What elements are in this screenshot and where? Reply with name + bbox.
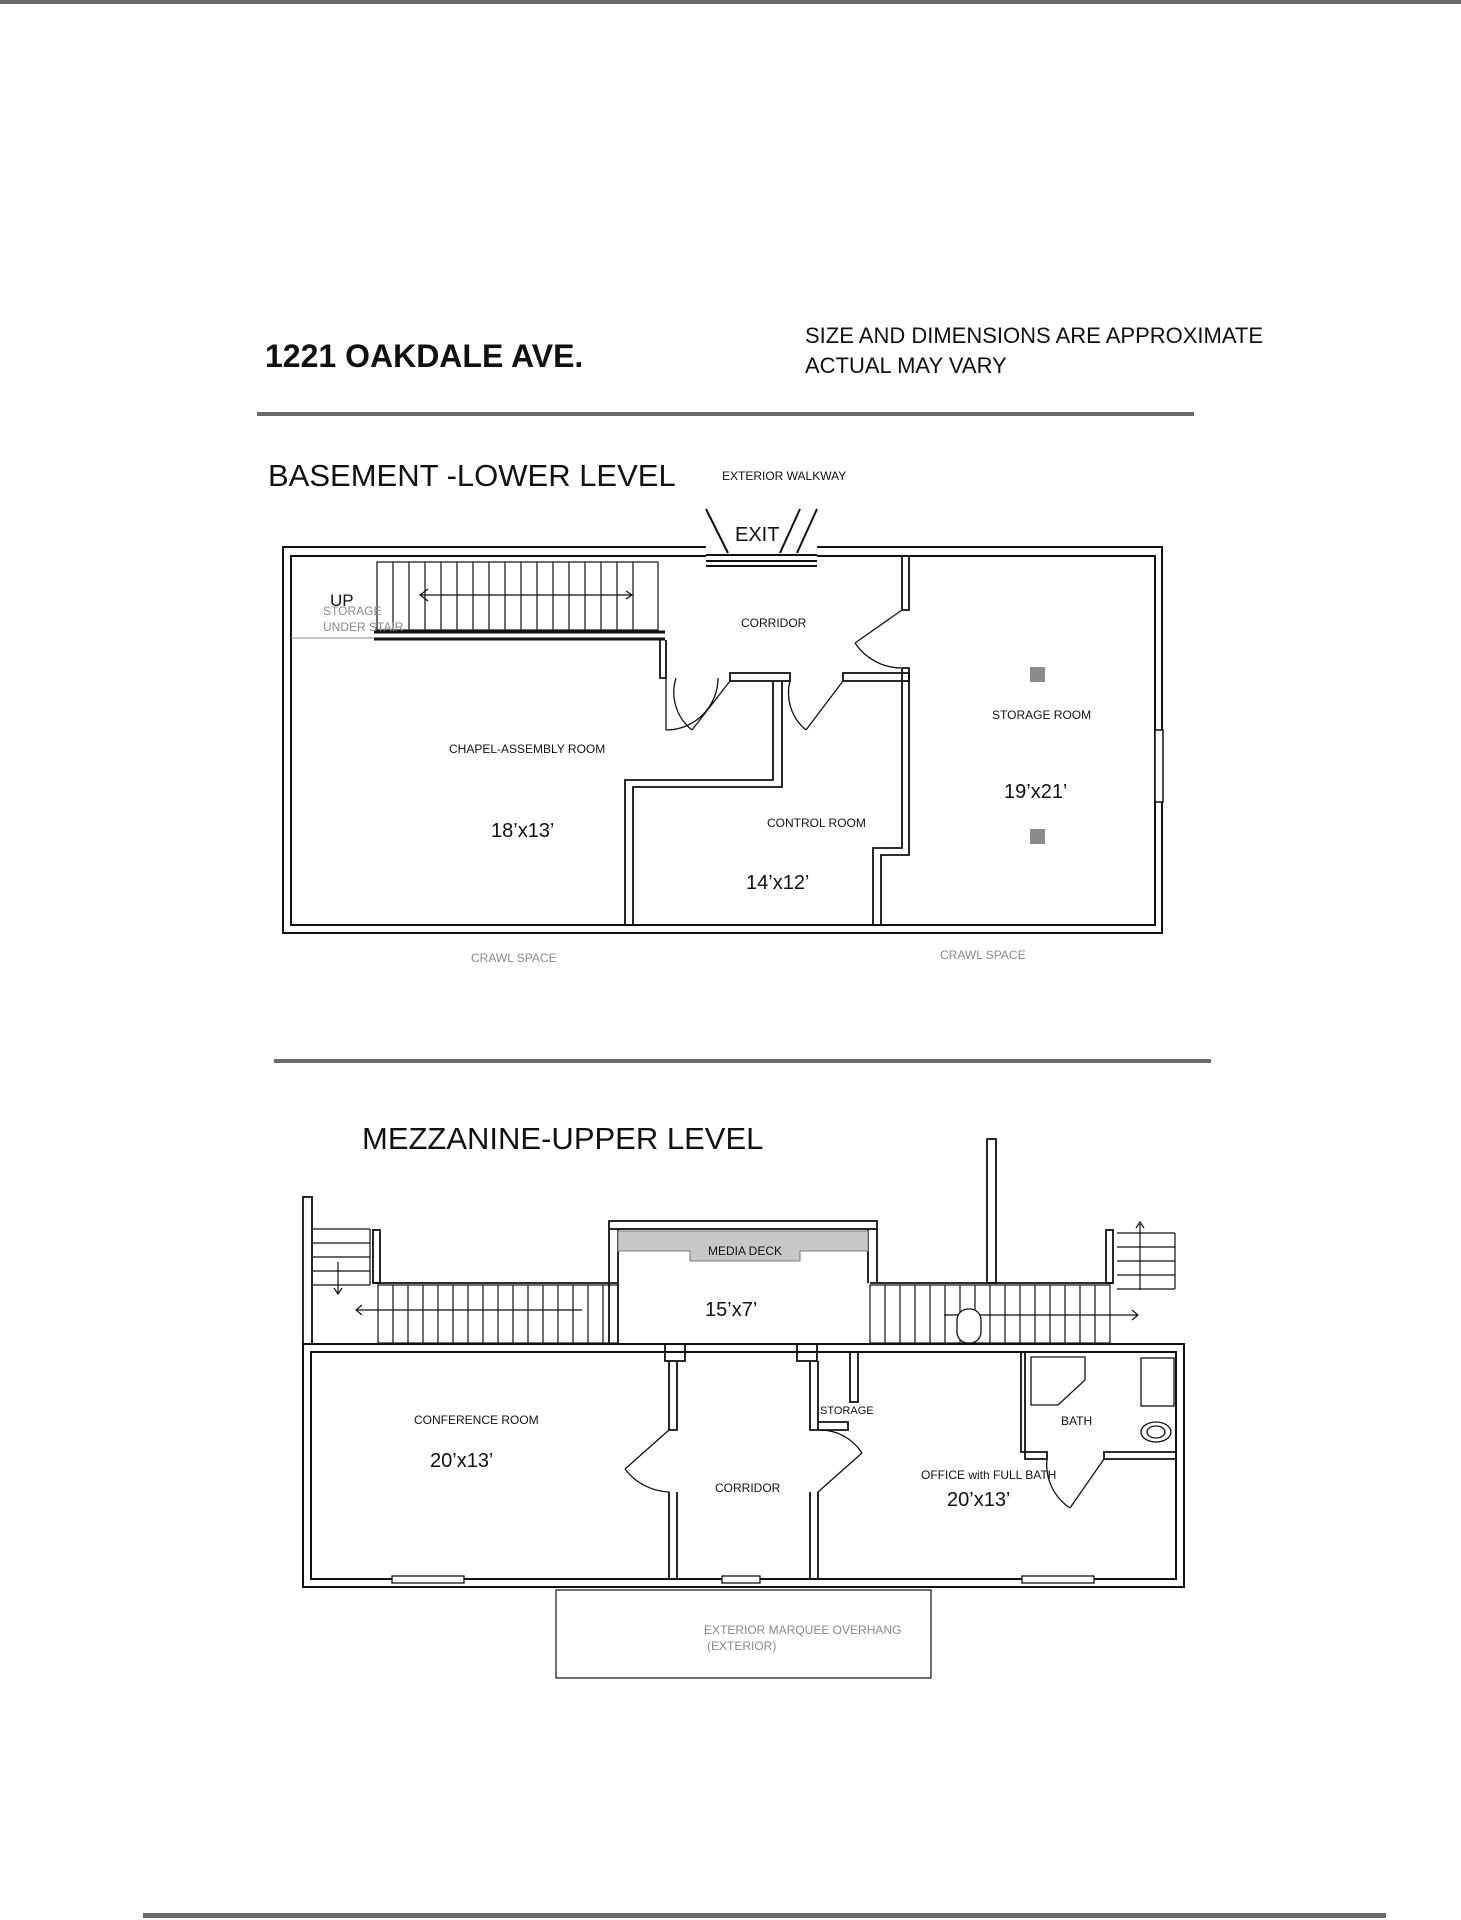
storage-under-stair-label-2: UNDER STAIR xyxy=(323,620,404,634)
mezzanine-interior-walls xyxy=(664,1343,1177,1580)
basement-title: BASEMENT -LOWER LEVEL xyxy=(268,458,676,493)
mezzanine-east-exterior-stair xyxy=(1117,1220,1176,1290)
basement-corridor-label: CORRIDOR xyxy=(741,616,807,630)
basement-column-1 xyxy=(1030,667,1045,682)
section-divider xyxy=(274,1059,1211,1063)
conference-room-size: 20’x13’ xyxy=(430,1450,493,1472)
crawl-space-left-label: CRAWL SPACE xyxy=(471,951,557,965)
exit-stairwell xyxy=(705,508,818,567)
header-divider xyxy=(257,412,1194,416)
storage-label: STORAGE xyxy=(820,1405,874,1417)
chapel-room-size: 18’x13’ xyxy=(491,820,554,842)
crawl-space-right-label: CRAWL SPACE xyxy=(940,948,1026,962)
basement-interior-walls xyxy=(624,556,910,925)
stair-landing-wall xyxy=(374,630,665,641)
media-deck-size: 15’x7’ xyxy=(705,1299,757,1321)
conference-room-label: CONFERENCE ROOM xyxy=(414,1413,539,1427)
office-size: 20’x13’ xyxy=(947,1489,1010,1511)
basement-east-window xyxy=(1154,729,1164,803)
bath-fixtures xyxy=(1030,1356,1175,1443)
marquee-label-1: EXTERIOR MARQUEE OVERHANG xyxy=(704,1623,901,1637)
media-deck-label: MEDIA DECK xyxy=(708,1244,782,1258)
mezzanine-title: MEZZANINE-UPPER LEVEL xyxy=(362,1121,763,1156)
basement-column-2 xyxy=(1030,829,1045,844)
mezzanine-windows xyxy=(391,1575,1095,1584)
page-bottom-rule xyxy=(143,1913,1386,1918)
storage-room-label: STORAGE ROOM xyxy=(992,708,1091,722)
mezzanine-corridor-label: CORRIDOR xyxy=(715,1481,781,1495)
mezzanine-balcony-fixture xyxy=(956,1308,982,1344)
page-top-rule xyxy=(0,0,1461,4)
basement-door-swings xyxy=(665,609,903,731)
marquee-label-2: (EXTERIOR) xyxy=(707,1639,776,1653)
mezzanine-door-swings xyxy=(624,1429,1105,1509)
media-deck-platform xyxy=(617,1230,869,1262)
exit-label: EXIT xyxy=(735,524,779,546)
basement-staircase xyxy=(376,561,659,631)
address-title: 1221 OAKDALE AVE. xyxy=(265,338,583,374)
bath-label: BATH xyxy=(1061,1414,1092,1428)
basement-outer-walls xyxy=(282,546,1163,934)
mezzanine-east-stairs xyxy=(869,1229,1139,1344)
office-label: OFFICE with FULL BATH xyxy=(921,1468,1056,1482)
disclaimer-line-1: SIZE AND DIMENSIONS ARE APPROXIMATE xyxy=(805,323,1263,348)
control-room-label: CONTROL ROOM xyxy=(767,816,866,830)
storage-under-stair-label-1: STORAGE xyxy=(323,604,381,618)
stair-up-label: UP xyxy=(330,591,354,610)
control-room-size: 14’x12’ xyxy=(746,872,809,894)
exterior-walkway-label: EXTERIOR WALKWAY xyxy=(722,469,846,483)
disclaimer-line-2: ACTUAL MAY VARY xyxy=(805,353,1007,378)
exterior-marquee-overhang xyxy=(555,1589,932,1679)
chapel-room-label: CHAPEL-ASSEMBLY ROOM xyxy=(449,742,605,756)
storage-room-size: 19’x21’ xyxy=(1004,781,1067,803)
mezzanine-west-stairs xyxy=(355,1229,619,1344)
mezzanine-west-exterior-stair xyxy=(302,1196,371,1345)
mezzanine-tall-post xyxy=(986,1138,997,1284)
